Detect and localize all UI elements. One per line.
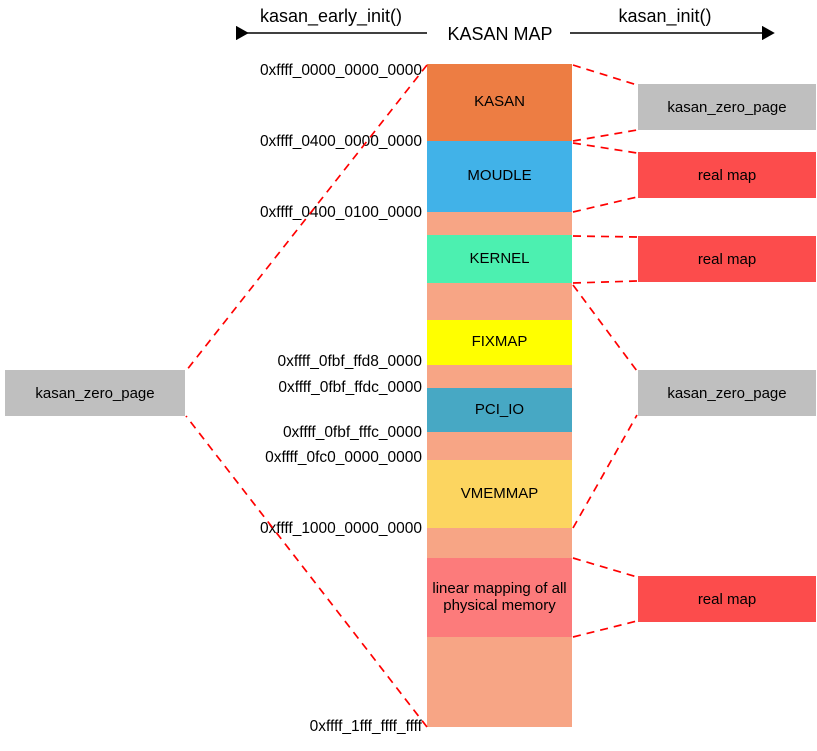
kasan-band-label: FIXMAP (471, 333, 528, 351)
kasan-band-gap-1 (427, 212, 572, 235)
address-label: 0xffff_0000_0000_0000 (259, 62, 422, 79)
kasan-band-label: PCI_IO (474, 400, 525, 418)
kasan-zero-page-top: kasan_zero_page (638, 84, 816, 130)
connector-linear-top (572, 557, 638, 578)
address-label: 0xffff_1fff_ffff_ffff (309, 718, 422, 735)
connector-module-top (572, 142, 638, 154)
address-label: 0xffff_0fbf_ffd8_0000 (277, 353, 422, 370)
kasan-band-linear: linear mapping of all physical memory (427, 558, 572, 637)
address-label: 0xffff_0fbf_ffdc_0000 (278, 379, 422, 396)
box-label: kasan_zero_page (35, 384, 155, 402)
address-label: 0xffff_0400_0100_0000 (259, 204, 422, 221)
box-label: kasan_zero_page (667, 384, 787, 402)
kasan-band-label: VMEMMAP (460, 484, 539, 502)
kasan-early-init-label: kasan_early_init() (259, 6, 403, 26)
connector-kernel-bot (572, 280, 638, 284)
address-label: 0xffff_0fbf_fffc_0000 (282, 424, 422, 441)
connector-kasan-zero-bot (572, 129, 638, 142)
kasan-zero-page-left: kasan_zero_page (5, 370, 185, 416)
connector-module-bot (572, 196, 638, 213)
real-map-linear: real map (638, 576, 816, 622)
connector-linear-bot (572, 620, 638, 638)
kasan-band-kasan: KASAN (427, 64, 572, 141)
kasan-band-gap-3 (427, 365, 572, 388)
kasan-band-pci_io: PCI_IO (427, 388, 572, 432)
real-map-kernel: real map (638, 236, 816, 282)
address-label: 0xffff_0fc0_0000_0000 (265, 449, 422, 466)
kasan-zero-page-bottom: kasan_zero_page (638, 370, 816, 416)
kasan-band-label: KERNEL (469, 249, 530, 267)
real-map-module: real map (638, 152, 816, 198)
kasan-band-kernel: KERNEL (427, 235, 572, 283)
kasan-band-gap-5 (427, 528, 572, 558)
connector-kernel-top (572, 235, 638, 238)
kasan-map-column: KASAN MOUDLE KERNEL FIXMAP PCI_IO VMEMMAP line… (427, 64, 572, 727)
kasan-band-gap-2 (427, 283, 572, 320)
kasan-band-gap-6 (427, 637, 572, 727)
box-label: real map (697, 166, 757, 184)
box-label: real map (697, 590, 757, 608)
connector-zero-mid-bot (572, 414, 638, 529)
address-label: 0xffff_1000_0000_0000 (259, 520, 422, 537)
kasan-map-title: KASAN MAP (447, 24, 553, 44)
kasan-band-vmemmap: VMEMMAP (427, 460, 572, 528)
box-label: real map (697, 250, 757, 268)
kasan-band-moudle: MOUDLE (427, 141, 572, 212)
box-label: kasan_zero_page (667, 98, 787, 116)
kasan-band-gap-4 (427, 432, 572, 460)
address-label: 0xffff_0400_0000_0000 (259, 133, 422, 150)
connector-zero-mid-top (572, 284, 638, 372)
kasan-band-label: MOUDLE (467, 167, 532, 185)
kasan-init-label: kasan_init() (618, 6, 712, 26)
kasan-band-fixmap: FIXMAP (427, 320, 572, 365)
kasan-band-label: KASAN (474, 93, 525, 111)
kasan-band-label: linear mapping of all physical memory (432, 579, 567, 614)
connector-kasan-zero-top (572, 64, 638, 86)
